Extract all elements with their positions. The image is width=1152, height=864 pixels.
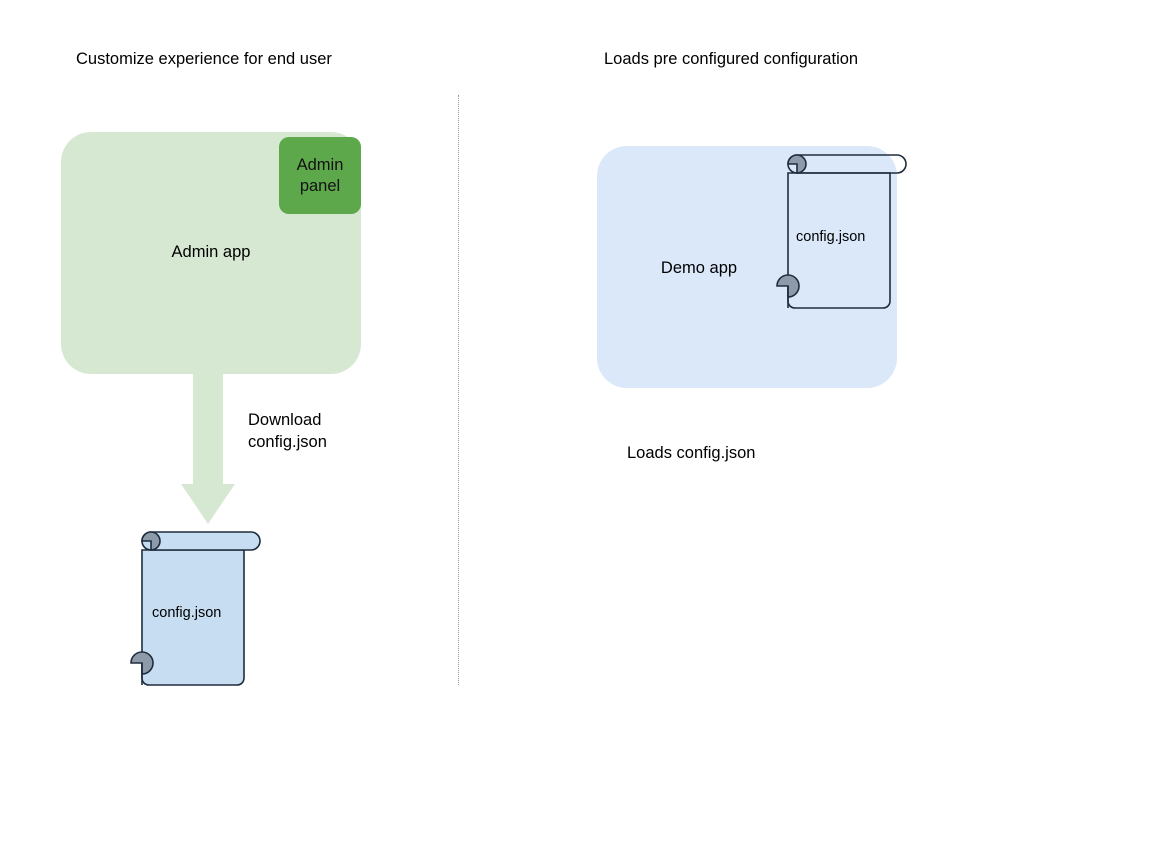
heading-right: Loads pre configured configuration <box>604 50 859 68</box>
vertical-dotted-divider <box>458 95 459 685</box>
download-arrow <box>178 372 238 528</box>
config-json-document-left: config.json <box>120 528 265 693</box>
heading-left: Customize experience for end user <box>76 50 332 68</box>
demo-app-label: Demo app <box>660 259 738 277</box>
demo-app-box: Demo app <box>597 146 897 388</box>
admin-panel-box[interactable]: Admin panel <box>279 137 361 214</box>
admin-panel-label: Admin panel <box>296 155 344 195</box>
config-json-label-right: config.json <box>796 229 866 245</box>
config-json-label-left: config.json <box>152 605 222 621</box>
config-json-document-right: config.json <box>766 151 916 316</box>
download-arrow-label: Download config.json <box>248 411 327 451</box>
admin-app-label: Admin app <box>171 243 251 261</box>
loads-config-caption: Loads config.json <box>627 444 756 462</box>
